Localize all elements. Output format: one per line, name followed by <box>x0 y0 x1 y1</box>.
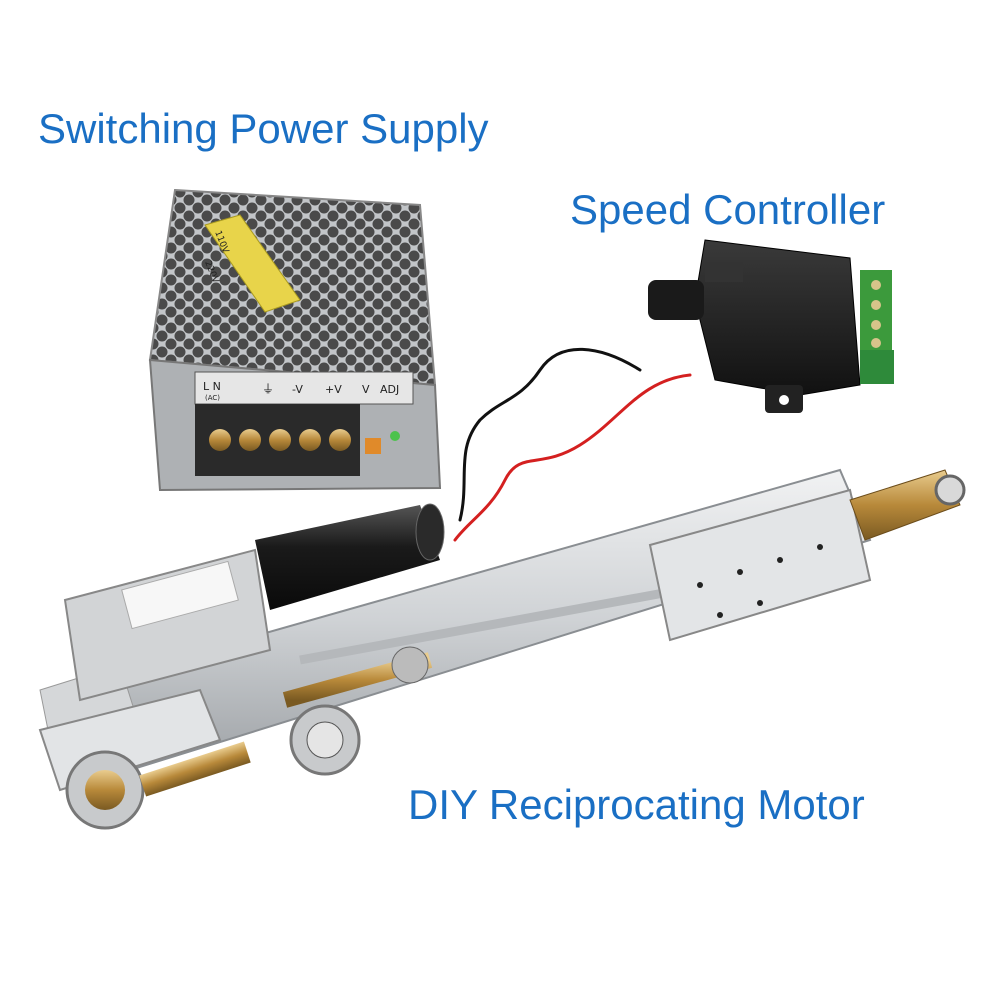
rod-end-left <box>65 741 251 830</box>
caption-diy-reciprocating-motor: DIY Reciprocating Motor <box>408 781 865 828</box>
psu-terminal-label-strip <box>194 371 414 405</box>
dc-motor-can <box>255 505 440 610</box>
psu-label-ground: ⏚ <box>262 382 274 396</box>
psu-label-adj: ADJ <box>380 383 399 396</box>
psu-adjust-pot <box>365 438 381 454</box>
psu-label-neg: -V <box>292 383 303 396</box>
push-rod <box>299 585 681 665</box>
psu-label-v: V <box>362 383 370 396</box>
psu-label-ln: L N <box>203 380 221 393</box>
psu-led <box>390 431 400 441</box>
psu-label-pos: +V <box>325 383 342 396</box>
controller-knob <box>648 280 704 320</box>
black-wire <box>458 347 642 522</box>
psu-terminal-screws <box>209 429 351 451</box>
slider-carriage <box>648 488 872 642</box>
controller-pcb <box>860 350 894 384</box>
psu-top-panel <box>148 188 437 387</box>
switching-power-supply: L N (AC) ⏚ -V +V V ADJ 110V 220V <box>148 188 442 492</box>
caption-switching-power-supply: Switching Power Supply <box>38 105 489 152</box>
red-wire <box>453 373 692 542</box>
speed-controller <box>648 239 894 413</box>
motor-spec-label <box>121 560 239 630</box>
psu-label-ac: (AC) <box>205 394 220 402</box>
caption-speed-controller: Speed Controller <box>570 186 886 233</box>
connection-wires <box>453 347 692 542</box>
reciprocating-motor <box>38 468 966 830</box>
rod-end-right <box>289 646 429 776</box>
psu-warning-label <box>204 214 301 313</box>
output-clevis <box>849 469 961 541</box>
